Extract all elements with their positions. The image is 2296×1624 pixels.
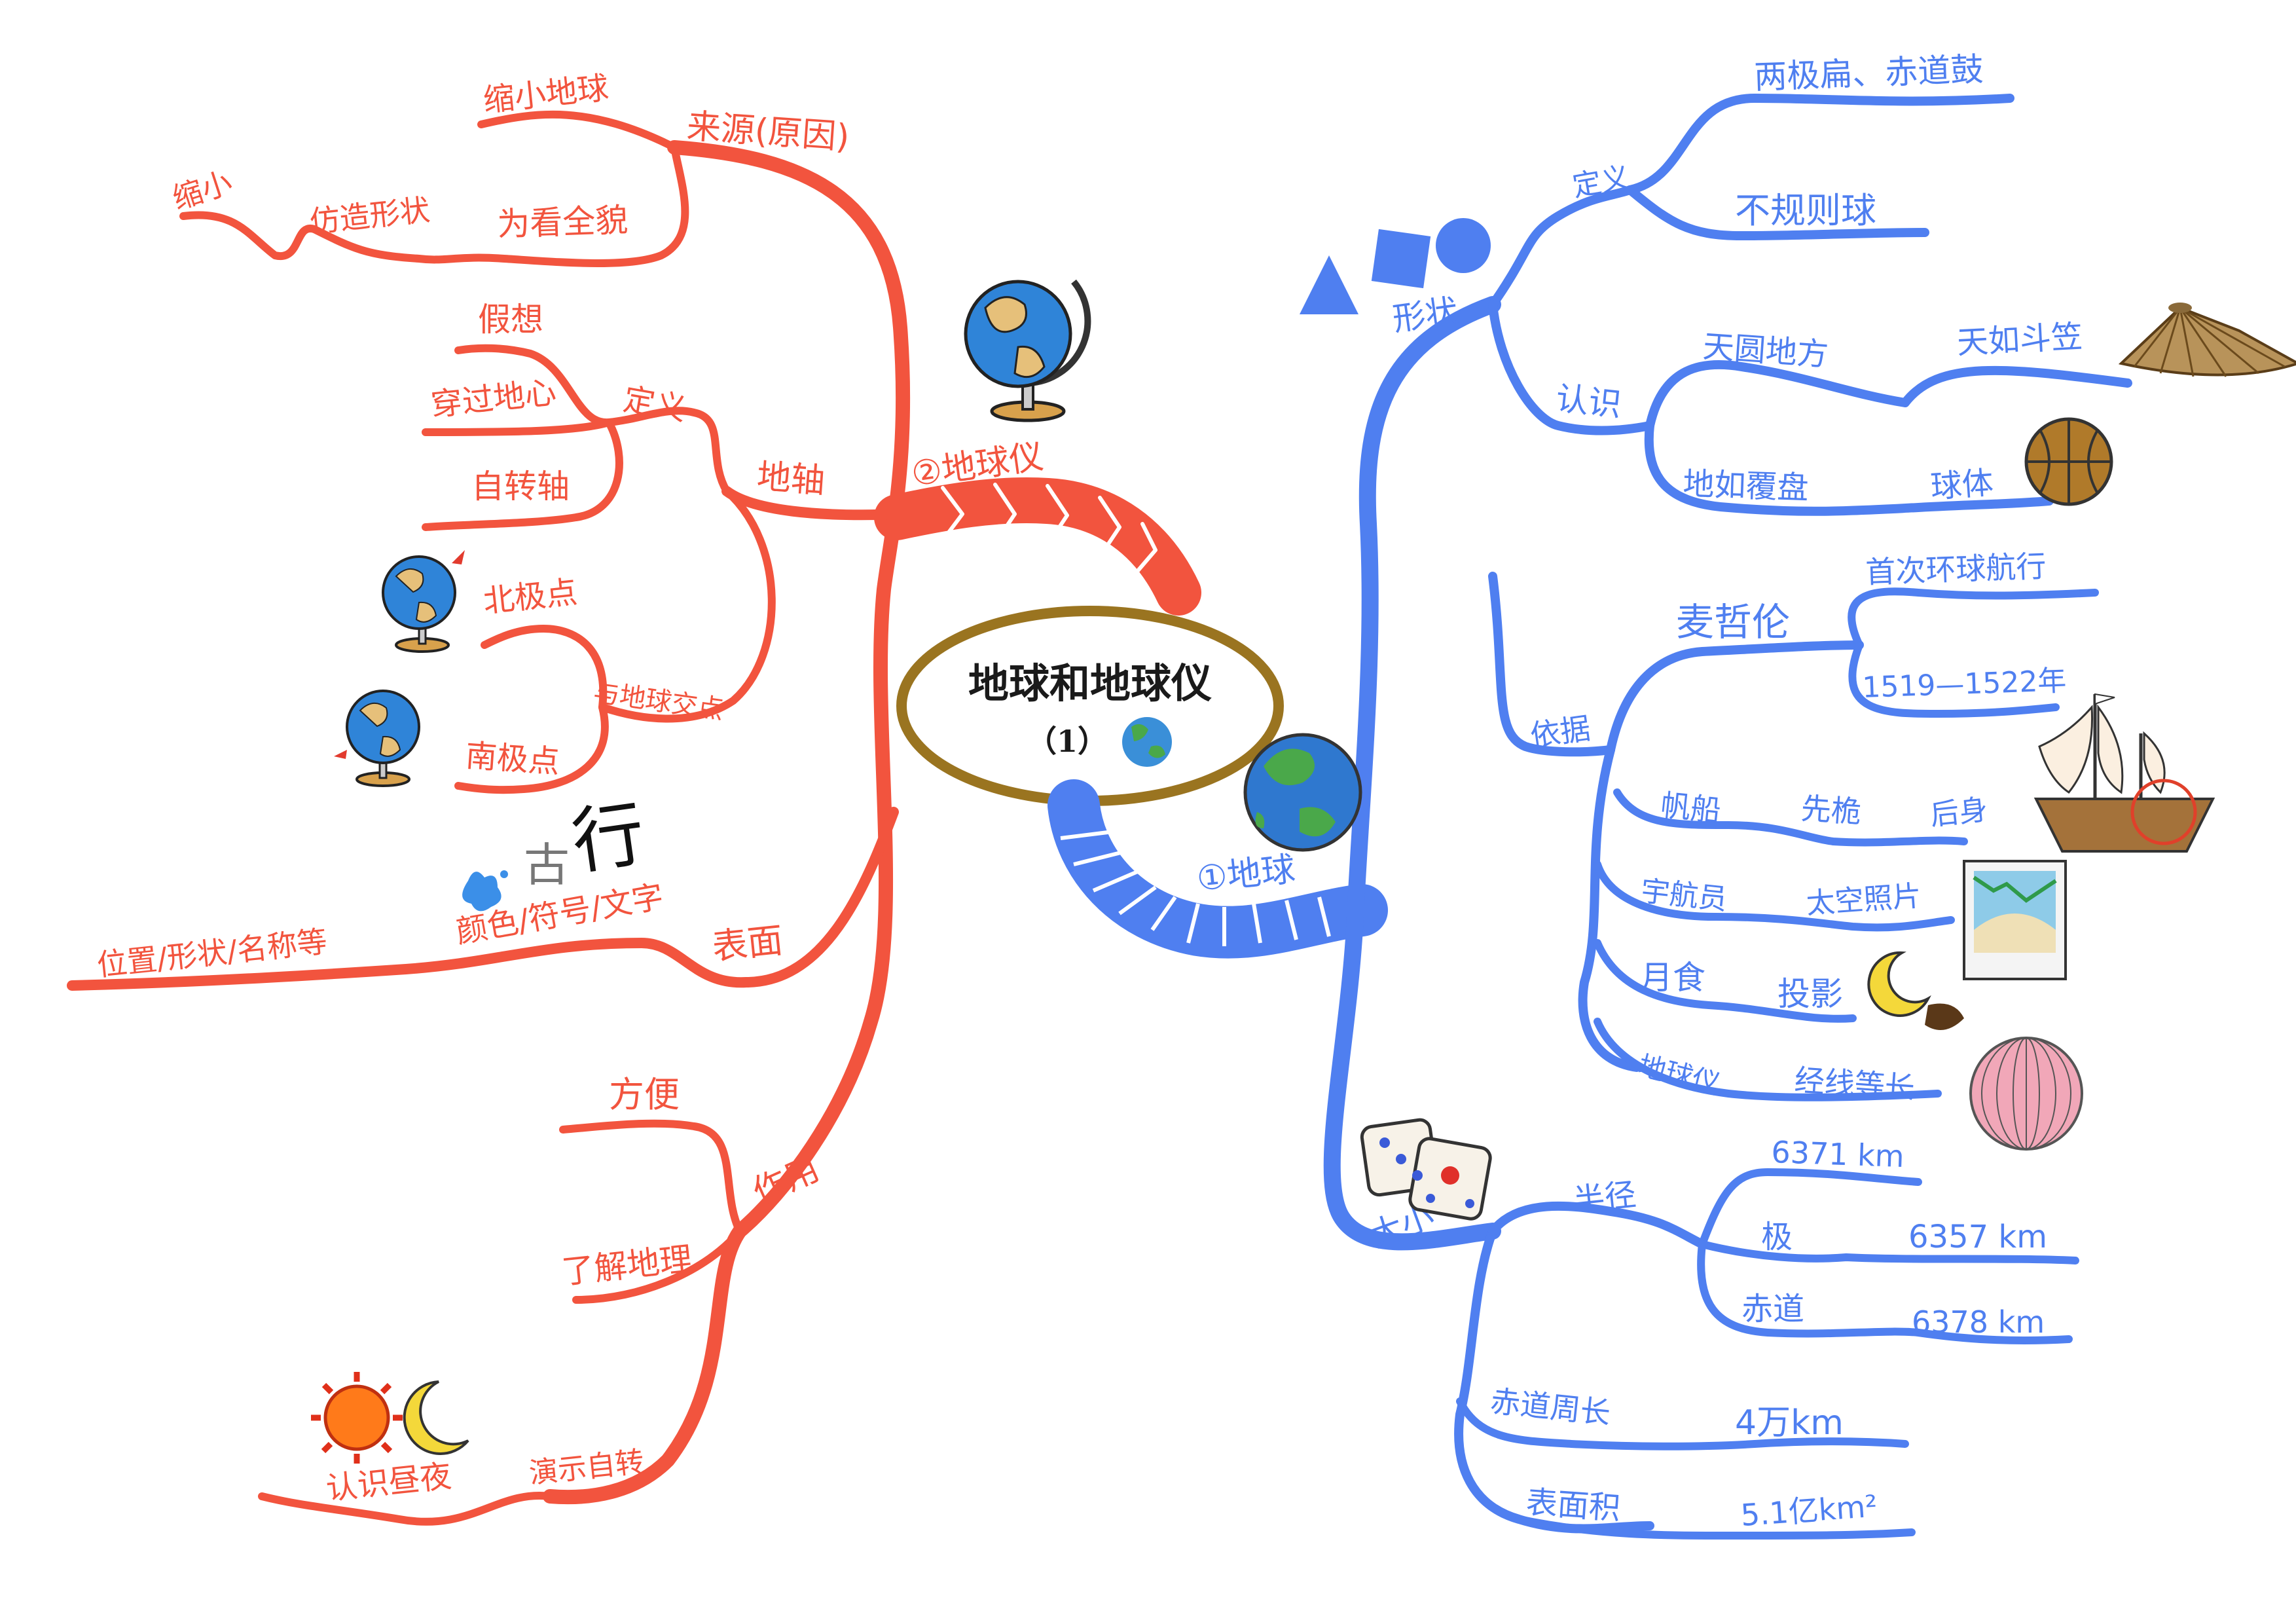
earth-ribbon bbox=[1048, 779, 1388, 959]
shape-first-voyage: 首次环球航行 bbox=[1865, 548, 2047, 590]
size-circ-label: 赤道周长 bbox=[1489, 1383, 1613, 1431]
globe-branch: ②地球仪 来源(原因) 缩小地球 为看全貌 仿造形状 缩小 地轴 定义 假想 穿… bbox=[67, 69, 1201, 1526]
size-area-label: 表面积 bbox=[1525, 1484, 1622, 1527]
space-photo-icon bbox=[1963, 860, 2067, 980]
shape-globe: 地球仪 bbox=[1635, 1049, 1723, 1100]
crescent-moon-icon bbox=[403, 1380, 469, 1455]
size-radius-mean: 6371 km bbox=[1771, 1134, 1905, 1174]
use-day-night: 认识昼夜 bbox=[324, 1458, 453, 1507]
moon-eclipse-icon bbox=[1867, 951, 1964, 1030]
shape-def-label: 定义 bbox=[1570, 160, 1633, 204]
axis-north-pole: 北极点 bbox=[481, 574, 579, 620]
earth-icon bbox=[1243, 733, 1362, 852]
size-area-value: 5.1亿km² bbox=[1740, 1488, 1878, 1533]
axis-through-center: 穿过地心 bbox=[429, 374, 558, 424]
shape-sailboat: 帆船 bbox=[1659, 787, 1722, 828]
source-shrink-earth: 缩小地球 bbox=[481, 69, 610, 119]
south-pole-globe-icon bbox=[334, 690, 420, 787]
earth-branch-label: ①地球 bbox=[1195, 850, 1297, 899]
center-node: 地球和地球仪 （1） bbox=[896, 606, 1284, 806]
shape-sphere: 球体 bbox=[1929, 464, 1995, 506]
axis-imaginary: 假想 bbox=[478, 301, 543, 339]
size-equator-label: 赤道 bbox=[1741, 1291, 1804, 1327]
globe-stand-icon bbox=[964, 279, 1091, 422]
shape-eclipse: 月食 bbox=[1640, 959, 1705, 997]
shape-projection: 投影 bbox=[1777, 975, 1843, 1013]
axis-label: 地轴 bbox=[756, 457, 826, 501]
size-equator-value: 6378 km bbox=[1912, 1304, 2045, 1340]
small-earth-icon bbox=[1122, 717, 1172, 767]
north-pole-globe-icon bbox=[382, 550, 465, 653]
earth-trunk bbox=[1323, 296, 1501, 1251]
shape-label: 形状 bbox=[1391, 292, 1461, 339]
size-circ-value: 4万km bbox=[1735, 1403, 1844, 1443]
center-subtitle: （1） bbox=[1027, 724, 1108, 759]
dice-icon bbox=[1360, 1118, 1492, 1221]
surface-deco-xing: 行 bbox=[567, 792, 650, 885]
shape-flat-bulge: 两极扁、赤道鼓 bbox=[1753, 50, 1984, 96]
sun-icon bbox=[311, 1372, 403, 1464]
use-know-geo: 了解地理 bbox=[560, 1240, 694, 1291]
axis-rotation: 自转轴 bbox=[471, 468, 570, 506]
sailing-ship-icon bbox=[2033, 693, 2215, 853]
use-convenient: 方便 bbox=[609, 1074, 680, 1115]
source-imitate-shape: 仿造形状 bbox=[308, 192, 432, 240]
earth-branch: ①地球 形状 定义 两极扁、赤道鼓 不规则球 认识 天圆地方 天如斗笠 地如覆盘… bbox=[1048, 50, 2296, 1540]
source-see-whole: 为看全貌 bbox=[496, 201, 629, 244]
shape-magellan: 麦哲伦 bbox=[1676, 600, 1790, 644]
shape-basis-label: 依据 bbox=[1528, 710, 1593, 754]
surface-deco-gu: 古 bbox=[524, 838, 570, 892]
shapes-icon bbox=[1300, 218, 1491, 314]
axis-south-pole: 南极点 bbox=[464, 737, 561, 781]
bamboo-hat-icon bbox=[2118, 303, 2296, 377]
shape-meridians: 经线等长 bbox=[1793, 1062, 1916, 1106]
shape-hull-later: 后身 bbox=[1929, 793, 1990, 832]
center-title: 地球和地球仪 bbox=[968, 659, 1212, 707]
basketball-icon bbox=[2024, 417, 2113, 506]
shape-space-photo: 太空照片 bbox=[1805, 879, 1922, 921]
source-shrink: 缩小 bbox=[168, 164, 236, 217]
size-pole-label: 极 bbox=[1761, 1219, 1793, 1255]
shape-years: 1519—1522年 bbox=[1862, 664, 2068, 705]
shape-mast-first: 先桅 bbox=[1800, 790, 1863, 830]
size-pole-value: 6357 km bbox=[1908, 1219, 2047, 1255]
paint-splash-icon bbox=[462, 870, 508, 912]
shape-know-label: 认识 bbox=[1554, 379, 1624, 424]
shape-round-sky: 天圆地方 bbox=[1702, 328, 1829, 373]
globe-trunk bbox=[543, 140, 911, 1505]
size-radius-label: 半径 bbox=[1571, 1176, 1637, 1219]
use-label: 作用 bbox=[747, 1149, 825, 1213]
shape-hat: 天如斗笠 bbox=[1956, 318, 2084, 361]
globe-ribbon bbox=[874, 477, 1201, 616]
shape-cover-plate: 地如覆盘 bbox=[1683, 466, 1810, 507]
surface-label: 表面 bbox=[710, 919, 785, 968]
shape-irregular: 不规则球 bbox=[1735, 190, 1876, 231]
pink-globe-icon bbox=[1969, 1037, 2083, 1151]
